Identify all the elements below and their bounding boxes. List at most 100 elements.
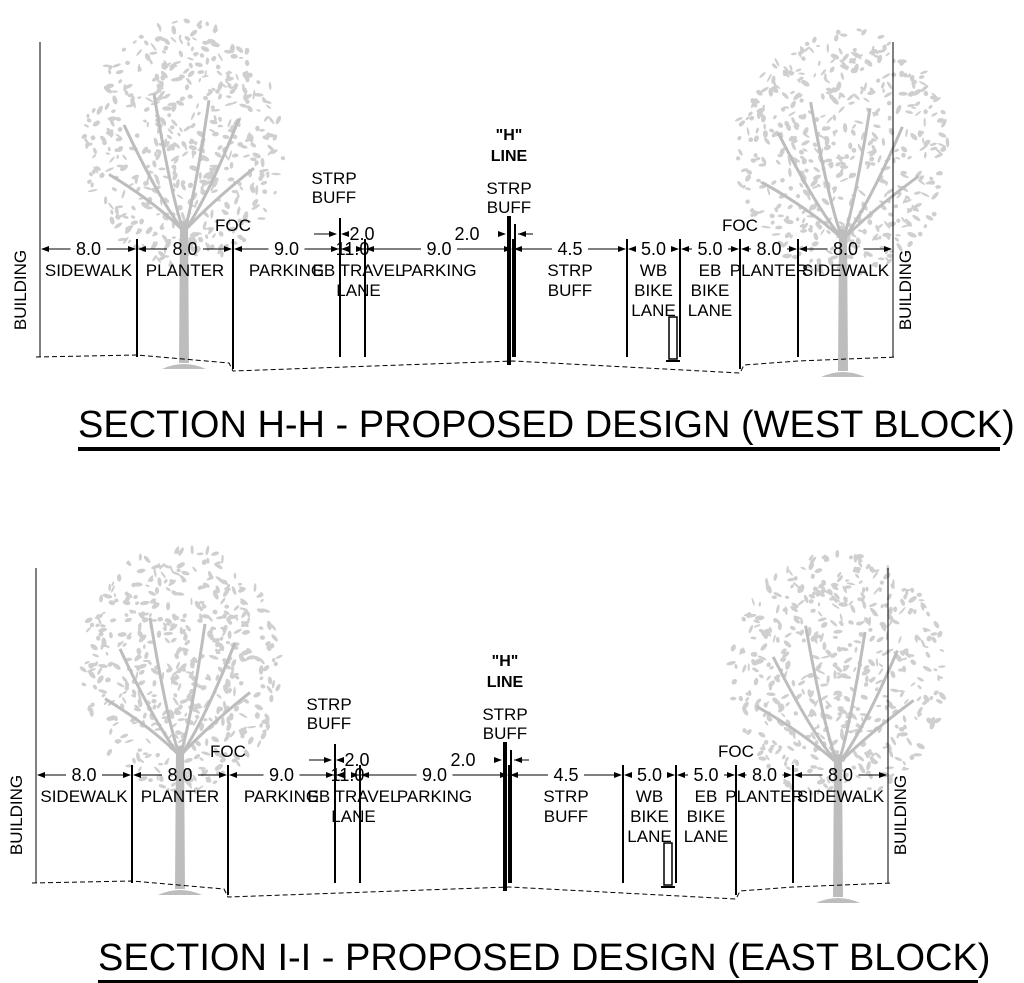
tree-leaf <box>230 53 238 59</box>
tree-leaf <box>265 641 271 646</box>
tree-leaf <box>862 269 867 275</box>
tree-leaf <box>866 787 872 791</box>
tree-leaf <box>838 92 846 98</box>
tree-leaf <box>218 116 222 122</box>
tree-leaf <box>762 104 766 109</box>
tree-leaf <box>112 662 121 670</box>
tree-leaf <box>161 50 167 54</box>
tree-branch <box>182 166 255 233</box>
tree-leaf <box>155 752 160 758</box>
tree-leaf <box>771 130 779 138</box>
tree-leaf <box>260 180 268 186</box>
segment-label: EB TRAVEL <box>308 787 400 806</box>
tree-leaf <box>149 59 153 65</box>
dimension-arrow <box>731 246 739 252</box>
tree-leaf <box>120 733 129 739</box>
tree-leaf <box>194 703 201 710</box>
tree-leaf <box>933 621 940 629</box>
tree-leaf <box>740 168 748 173</box>
tree-leaf <box>171 146 175 151</box>
tree-leaf <box>815 664 822 672</box>
segment-label: BIKE <box>691 281 730 300</box>
tree-leaf <box>197 70 205 75</box>
tree-leaf <box>145 738 151 744</box>
tree-leaf <box>222 134 230 140</box>
tree-leaf <box>923 694 930 703</box>
tree-leaf <box>865 563 871 570</box>
tree-leaf <box>145 53 149 59</box>
tree-leaf <box>151 602 160 609</box>
tree-leaf <box>224 201 230 210</box>
tree-leaf <box>807 768 813 774</box>
tree-leaf <box>156 775 159 781</box>
tree-leaf <box>167 128 174 135</box>
tree-leaf <box>211 56 216 62</box>
tree-leaf <box>825 649 832 656</box>
tree-leaf <box>247 725 257 729</box>
tree-leaf <box>215 585 220 592</box>
tree-leaf <box>260 608 271 613</box>
tree-leaf <box>771 63 778 69</box>
tree-leaf <box>98 664 108 668</box>
tree-leaf <box>784 232 792 239</box>
tree-leaf <box>915 634 921 641</box>
segment-dimension: 11.0 <box>336 239 370 259</box>
tree-leaf <box>145 97 154 103</box>
tree-leaf <box>746 729 752 735</box>
tree-leaf <box>143 107 150 112</box>
tree-leaf <box>885 257 890 263</box>
tree-leaf <box>217 52 223 62</box>
tree-leaf <box>850 67 856 74</box>
tree-leaf <box>192 566 197 573</box>
tree-leaf <box>114 598 119 603</box>
tree-leaf <box>934 153 944 159</box>
tree-leaf <box>819 114 826 118</box>
tree-leaf <box>830 778 834 783</box>
tree-leaf <box>154 766 161 773</box>
segment-label: STRP <box>547 261 592 280</box>
tree-leaf <box>110 585 115 593</box>
tree-leaf <box>821 126 831 131</box>
segment-dimension: 9.0 <box>426 239 451 259</box>
tree-leaf <box>881 623 887 630</box>
foc-label-left: FOC <box>215 216 251 235</box>
tree-leaf <box>783 778 789 788</box>
tree-leaf <box>161 234 168 241</box>
tree-leaf <box>204 676 211 681</box>
tree-leaf <box>183 68 190 74</box>
tree-leaf <box>898 732 908 737</box>
tree-leaf <box>938 692 947 700</box>
tree-leaf <box>766 662 771 668</box>
tree-leaf <box>109 728 113 735</box>
tree-leaf <box>809 47 815 53</box>
tree-leaf <box>804 168 809 173</box>
tree-leaf <box>193 246 201 252</box>
tree-leaf <box>219 752 228 758</box>
tree-leaf <box>115 137 123 142</box>
tree-leaf <box>145 164 150 169</box>
tree-leaf <box>256 740 262 748</box>
tree-leaf <box>87 705 92 712</box>
tree-leaf <box>878 668 884 676</box>
tree-leaf <box>265 724 271 729</box>
tree-leaf <box>827 588 833 596</box>
foc-label-right: FOC <box>718 742 754 761</box>
tree-leaf <box>865 770 871 775</box>
tree-leaf <box>124 83 133 89</box>
tree-leaf <box>215 674 220 681</box>
tree-leaf <box>872 613 879 617</box>
tree-leaf <box>878 178 888 184</box>
tree-leaf <box>108 717 114 721</box>
tree-leaf <box>871 132 879 140</box>
tree-leaf <box>209 655 219 660</box>
tree-leaf <box>85 141 90 149</box>
tree-leaf <box>186 695 192 701</box>
tree-leaf <box>812 185 819 189</box>
tree-leaf <box>206 174 215 180</box>
tree-leaf <box>762 130 768 138</box>
h-line-label: "H" <box>492 653 519 670</box>
tree-leaf <box>750 210 759 217</box>
tree-leaf <box>237 582 243 586</box>
tree-leaf <box>196 552 204 556</box>
tree-leaf <box>211 87 216 91</box>
